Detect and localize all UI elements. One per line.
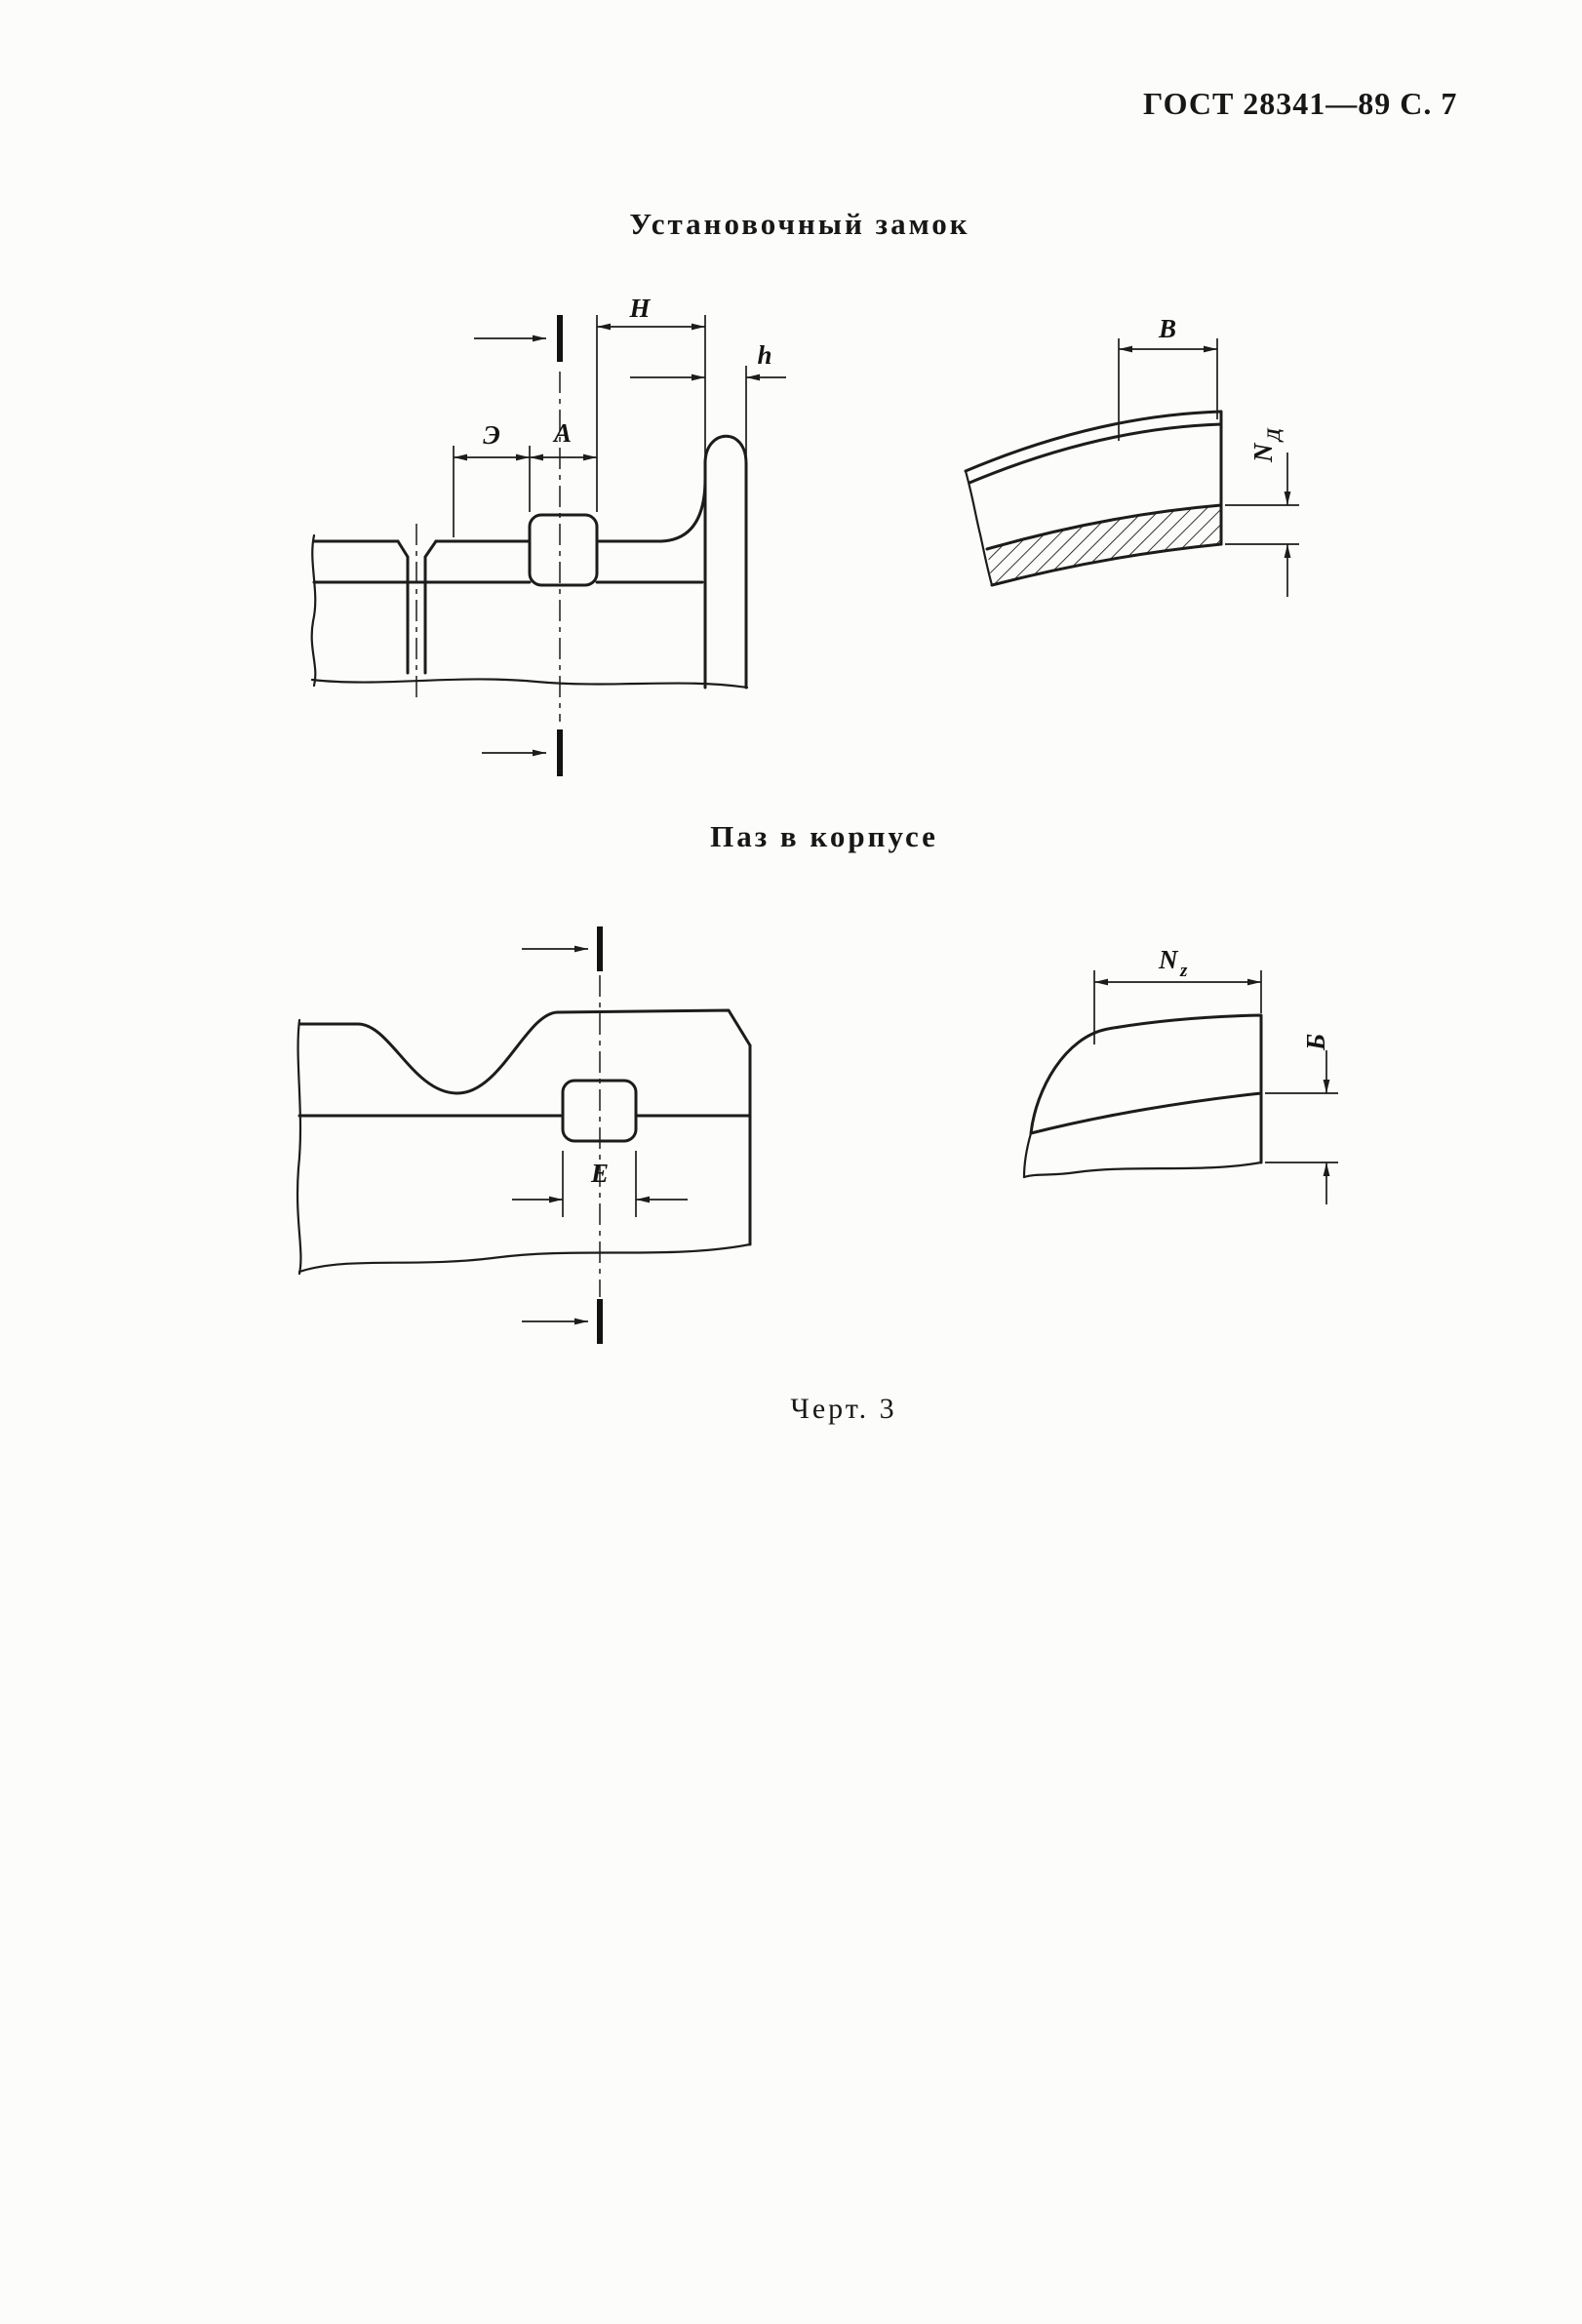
figure-caption: Черт. 3: [790, 1393, 897, 1425]
dimension-H: H: [596, 294, 706, 512]
dimension-B-cyr: Б: [1265, 1034, 1338, 1204]
break-line: [310, 678, 749, 689]
dim-label-B-cyr: Б: [1301, 1034, 1330, 1051]
dimension-N-z: N z: [1093, 945, 1262, 1044]
section-cut-marks: [522, 926, 603, 1344]
break-line: [1022, 1131, 1033, 1179]
break-line: [964, 469, 994, 587]
doc-reference: ГОСТ 28341—89 С. 7: [1143, 86, 1458, 121]
dim-label-A: A: [552, 418, 572, 448]
dim-label-N: N: [1248, 442, 1278, 463]
groove-side-view: N z Б: [1022, 945, 1338, 1204]
lock-side-view: B N Д: [964, 314, 1299, 597]
bearing-shell-outline: [310, 434, 749, 689]
break-line: [310, 533, 317, 688]
dimension-N-d: N Д: [1225, 427, 1299, 597]
housing-outline: [296, 1008, 752, 1276]
hatching: [1029, 1013, 1263, 1135]
dimension-E-rev-and-A: Э A: [453, 418, 597, 537]
shell-segment: [964, 410, 1223, 587]
break-line: [296, 1018, 302, 1276]
break-line: [297, 1242, 752, 1274]
dimension-h: h: [630, 340, 786, 457]
dim-label-N: N: [1158, 945, 1179, 974]
break-line: [1022, 1161, 1263, 1179]
dimension-E: E: [512, 1151, 688, 1217]
dim-label-N-sub-z: z: [1179, 961, 1188, 981]
centerlines: [415, 372, 561, 722]
hatching: [987, 505, 1221, 585]
dim-label-E-rev: Э: [483, 420, 500, 450]
groove-section-view: E: [296, 926, 752, 1344]
dim-label-h: h: [757, 340, 771, 370]
figure-title-groove: Паз в корпусе: [710, 819, 938, 853]
lock-lug: [528, 513, 599, 587]
section-cut-marks: [474, 315, 563, 776]
dim-label-E: E: [590, 1159, 609, 1188]
flange-hook: [703, 434, 748, 465]
dim-label-N-sub-d: Д: [1264, 427, 1285, 443]
figure-title-lock: Установочный замок: [629, 207, 970, 241]
dim-label-H: H: [628, 294, 651, 323]
dim-label-B: B: [1158, 314, 1176, 343]
groove-detail: [396, 539, 438, 675]
groove-wedge: [1022, 1013, 1263, 1179]
lock-section-view: H h Э A: [310, 294, 786, 776]
lock-notch: [561, 1079, 638, 1143]
